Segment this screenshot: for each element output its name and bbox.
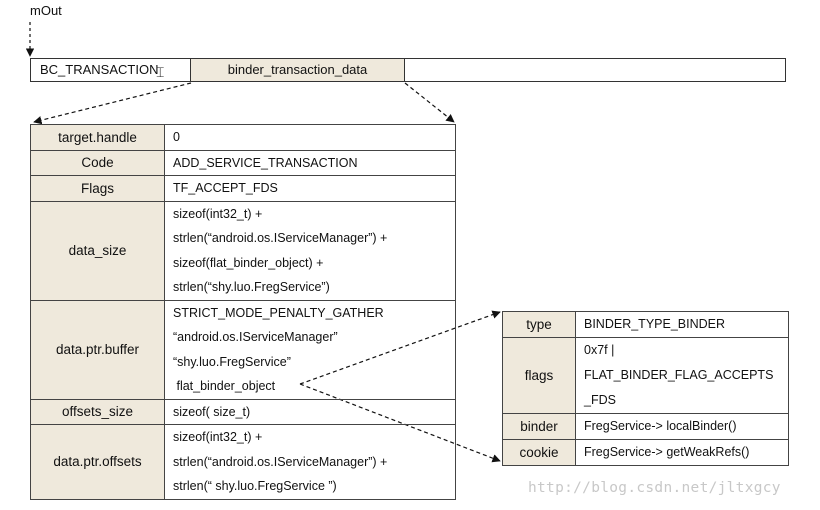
field-name: offsets_size xyxy=(30,398,165,425)
value-line: FregService-> localBinder() xyxy=(584,419,737,433)
field-value: sizeof(int32_t) + strlen(“android.os.ISe… xyxy=(164,200,456,301)
value-line: TF_ACCEPT_FDS xyxy=(173,181,278,195)
value-line: 0x7f | xyxy=(584,343,615,357)
table-row: data_size sizeof(int32_t) + strlen(“andr… xyxy=(30,200,456,301)
buffer-payload-cell: binder_transaction_data xyxy=(191,59,405,81)
value-line: sizeof(flat_binder_object) + xyxy=(173,255,324,270)
value-line: “android.os.IServiceManager” xyxy=(173,330,338,344)
field-value: 0 xyxy=(164,124,456,151)
expand-left-arrow xyxy=(33,82,192,125)
field-value: 0x7f | FLAT_BINDER_FLAG_ACCEPTS _FDS xyxy=(575,337,789,414)
field-value: STRICT_MODE_PENALTY_GATHER “android.os.I… xyxy=(164,299,456,400)
command-buffer xyxy=(30,58,786,82)
field-value: ADD_SERVICE_TRANSACTION xyxy=(164,149,456,176)
field-name: Code xyxy=(30,149,165,176)
field-value: sizeof( size_t) xyxy=(164,398,456,425)
watermark-url: http://blog.csdn.net/jltxgcy xyxy=(528,480,781,496)
value-line: strlen(“android.os.IServiceManager”) + xyxy=(173,231,388,245)
table-row: flags 0x7f | FLAT_BINDER_FLAG_ACCEPTS _F… xyxy=(502,337,789,414)
field-name: data.ptr.offsets xyxy=(30,424,165,500)
table-row: binder FregService-> localBinder() xyxy=(502,413,789,440)
table-row: target.handle 0 xyxy=(30,124,456,151)
value-line: 0 xyxy=(173,130,180,144)
field-name: cookie xyxy=(502,439,576,466)
value-line: FLAT_BINDER_FLAG_ACCEPTS xyxy=(584,368,774,382)
table-row: cookie FregService-> getWeakRefs() xyxy=(502,439,789,466)
table-row: Code ADD_SERVICE_TRANSACTION xyxy=(30,149,456,176)
value-line: strlen(“shy.luo.FregService”) xyxy=(173,280,330,294)
value-line: “shy.luo.FregService” xyxy=(173,354,291,369)
table-row: Flags TF_ACCEPT_FDS xyxy=(30,175,456,202)
mout-label: mOut xyxy=(30,3,62,18)
field-value: FregService-> getWeakRefs() xyxy=(575,439,789,466)
value-line: sizeof(int32_t) + xyxy=(173,430,263,444)
value-line: strlen(“ shy.luo.FregService ”) xyxy=(173,479,337,493)
value-line: STRICT_MODE_PENALTY_GATHER xyxy=(173,305,384,320)
value-line: FregService-> getWeakRefs() xyxy=(584,445,750,459)
flat-binder-object-table: type BINDER_TYPE_BINDER flags 0x7f | FLA… xyxy=(502,311,789,466)
field-name: data_size xyxy=(30,200,165,301)
value-line: _FDS xyxy=(584,393,616,407)
field-value: TF_ACCEPT_FDS xyxy=(164,175,456,202)
field-name: binder xyxy=(502,413,576,440)
field-value: FregService-> localBinder() xyxy=(575,413,789,440)
field-value: BINDER_TYPE_BINDER xyxy=(575,311,789,338)
table-row: data.ptr.buffer STRICT_MODE_PENALTY_GATH… xyxy=(30,299,456,400)
field-name: target.handle xyxy=(30,124,165,151)
field-name: Flags xyxy=(30,175,165,202)
field-name: type xyxy=(502,311,576,338)
table-row: type BINDER_TYPE_BINDER xyxy=(502,311,789,338)
field-value: sizeof(int32_t) + strlen(“android.os.ISe… xyxy=(164,424,456,500)
buffer-cmd-cell: BC_TRANSACTION xyxy=(30,58,191,82)
value-line: sizeof(int32_t) + xyxy=(173,206,263,221)
text-cursor-icon: ⌶ xyxy=(156,64,165,80)
value-line: BINDER_TYPE_BINDER xyxy=(584,317,726,331)
expand-right-arrow xyxy=(404,82,455,123)
binder-transaction-data-table: target.handle 0 Code ADD_SERVICE_TRANSAC… xyxy=(30,124,456,500)
table-row: data.ptr.offsets sizeof(int32_t) + strle… xyxy=(30,424,456,500)
field-name: flags xyxy=(502,337,576,414)
value-line: sizeof( size_t) xyxy=(173,404,251,419)
value-line: ADD_SERVICE_TRANSACTION xyxy=(173,155,358,170)
table-row: offsets_size sizeof( size_t) xyxy=(30,398,456,425)
value-line: strlen(“android.os.IServiceManager”) + xyxy=(173,454,388,469)
field-name: data.ptr.buffer xyxy=(30,299,165,400)
value-line: flat_binder_object xyxy=(173,379,276,393)
